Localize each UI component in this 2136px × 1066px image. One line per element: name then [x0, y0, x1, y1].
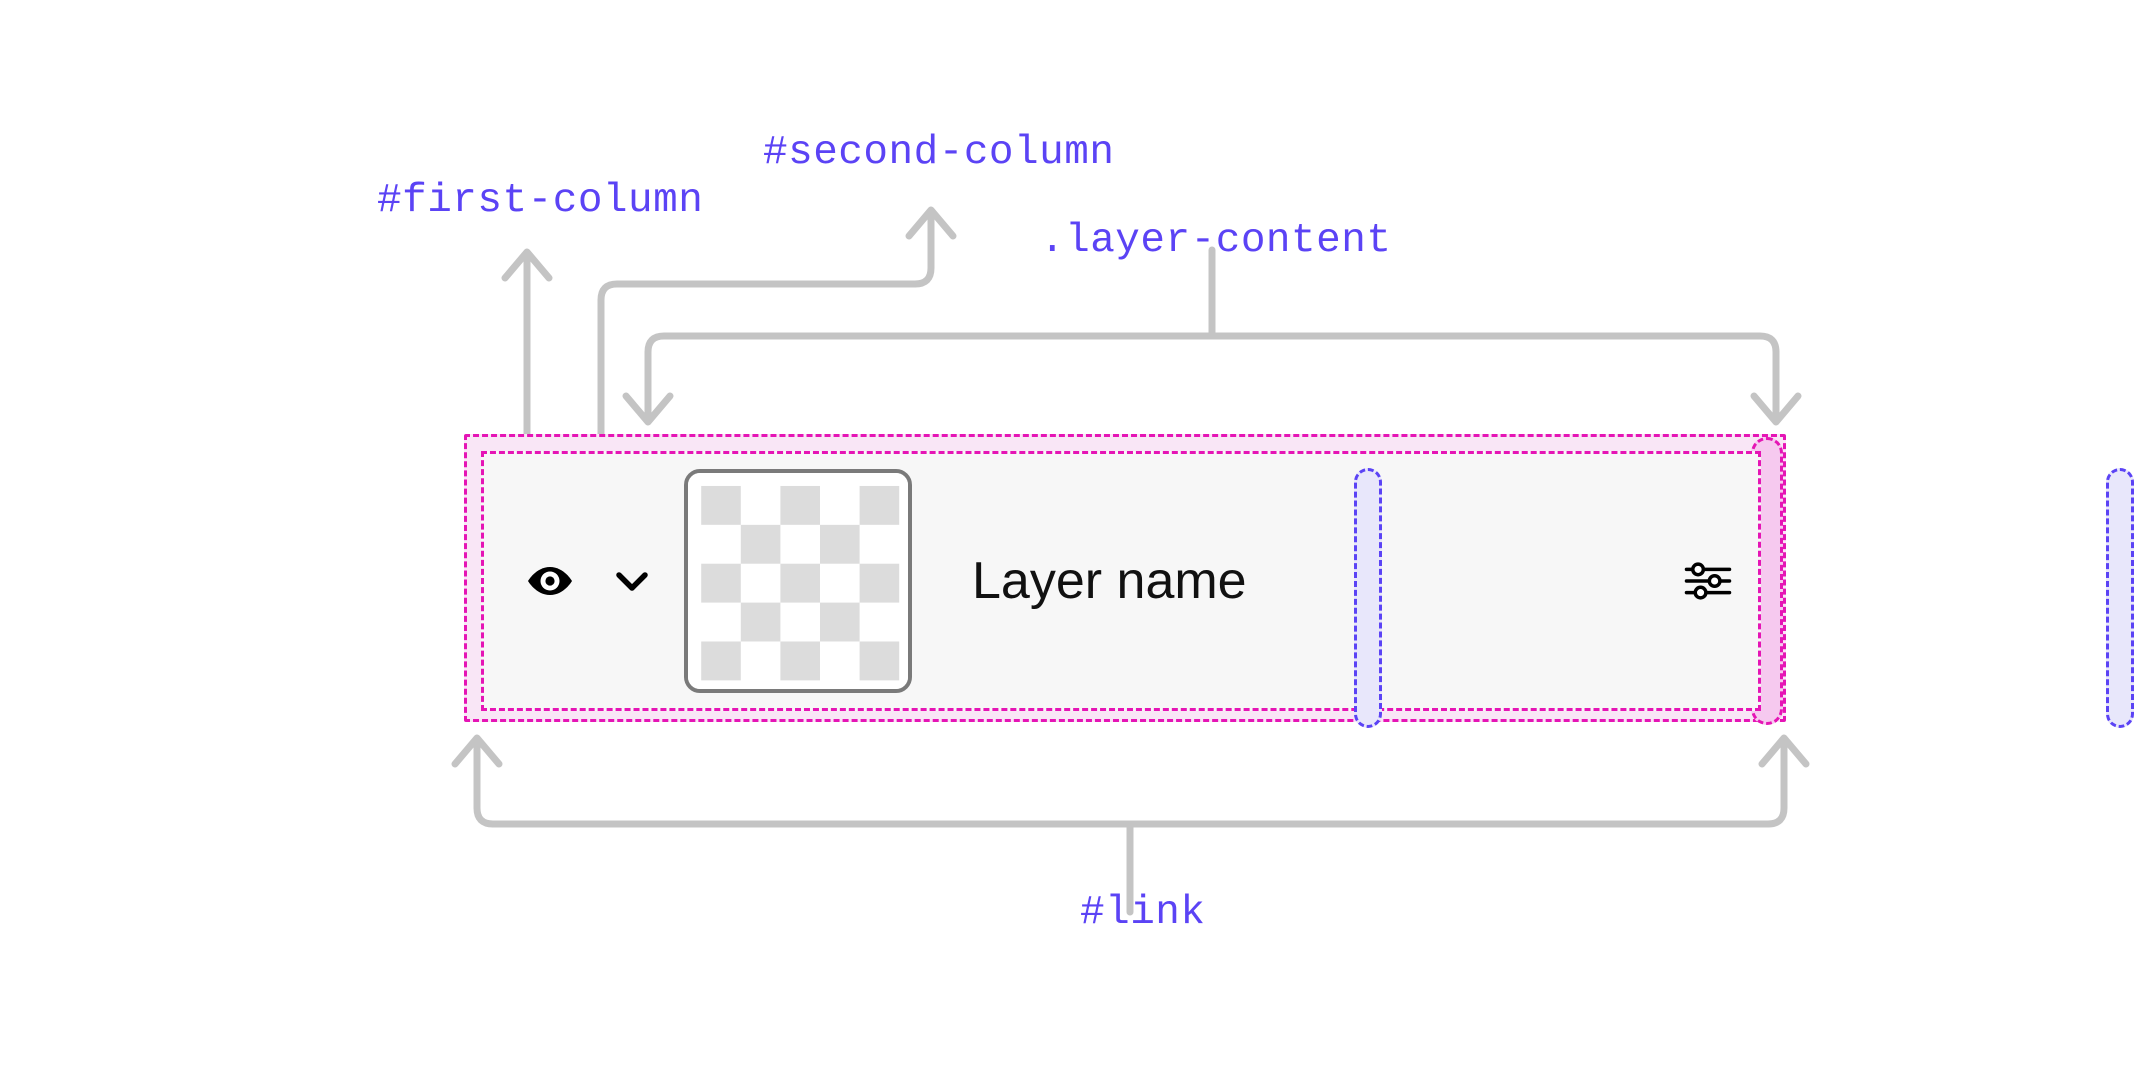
settings-column	[1658, 454, 1758, 708]
layer-content-container: Layer name	[481, 451, 2134, 728]
link-container[interactable]: Layer name	[464, 434, 2134, 728]
annotation-label-first-column: #first-column	[377, 178, 704, 224]
annotation-label-layer-content: .layer-content	[1040, 218, 1392, 264]
eye-icon[interactable]	[526, 557, 574, 605]
connector-link-bracket	[473, 736, 1788, 828]
layer-name-column: Layer name	[912, 454, 1658, 708]
arrowhead-link-right	[1758, 734, 1810, 768]
arrowhead-second-column	[905, 206, 957, 240]
sliders-icon[interactable]	[1684, 557, 1732, 605]
annotation-label-second-column: #second-column	[763, 130, 1115, 176]
connector-layer-content-bracket	[644, 332, 1780, 424]
first-column	[484, 454, 656, 708]
arrowhead-link-left	[451, 734, 503, 768]
annotation-label-link: #link	[1080, 890, 1206, 936]
layer-name-text: Layer name	[972, 552, 1247, 610]
second-column	[684, 469, 912, 693]
column-gap-marker-right	[2106, 468, 2134, 728]
column-gap-marker-left	[1354, 468, 1382, 728]
checkerboard-thumbnail[interactable]	[684, 469, 912, 693]
chevron-down-icon[interactable]	[608, 557, 656, 605]
arrowhead-first-column	[501, 248, 553, 282]
arrowhead-layer-content-right	[1750, 392, 1802, 426]
arrowhead-layer-content-left	[622, 392, 674, 426]
